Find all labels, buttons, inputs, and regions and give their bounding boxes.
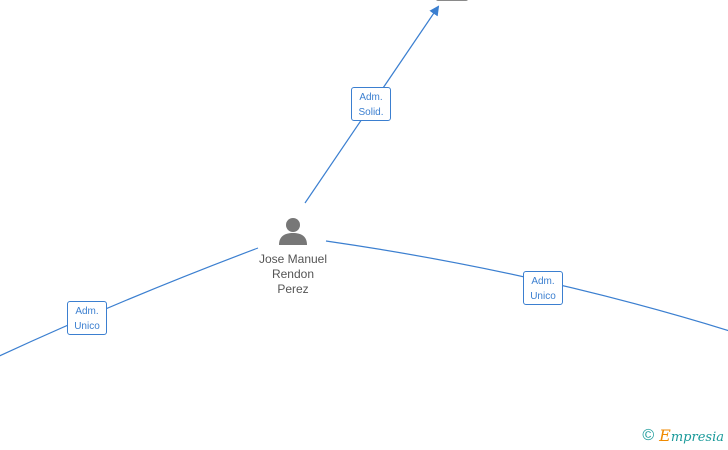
person-name: Jose Manuel Rendon Perez: [248, 252, 338, 297]
edge-label-solid[interactable]: Adm. Solid.: [351, 87, 391, 121]
brand-logo-rest: mpresia: [670, 430, 724, 445]
edge-line-left: [0, 247, 259, 357]
edge-label-line: Adm.: [359, 92, 383, 103]
person-icon: [279, 218, 307, 245]
person-node[interactable]: Jose Manuel Rendon Perez: [248, 216, 338, 297]
edge-label-line: Solid.: [358, 107, 384, 118]
edge-label-line: Adm.: [531, 276, 555, 287]
edge-label-line: Unico: [530, 291, 556, 302]
edge-label-unico-right[interactable]: Adm. Unico: [523, 271, 563, 305]
brand-logo-initial: E: [659, 426, 671, 445]
copyright-icon: ©: [642, 426, 655, 444]
edge-label-line: Adm.: [75, 306, 99, 317]
brand-watermark: © Empresia: [642, 426, 724, 445]
person-name-line: Rendon: [271, 267, 315, 281]
brand-logo: Empresia: [659, 426, 724, 445]
edge-label-unico-left[interactable]: Adm. Unico: [67, 301, 107, 335]
company-node-partial[interactable]: [436, 0, 468, 1]
edge-label-line: Unico: [74, 321, 100, 332]
person-name-line: Jose Manuel: [258, 252, 328, 266]
person-name-line: Perez: [277, 282, 309, 296]
